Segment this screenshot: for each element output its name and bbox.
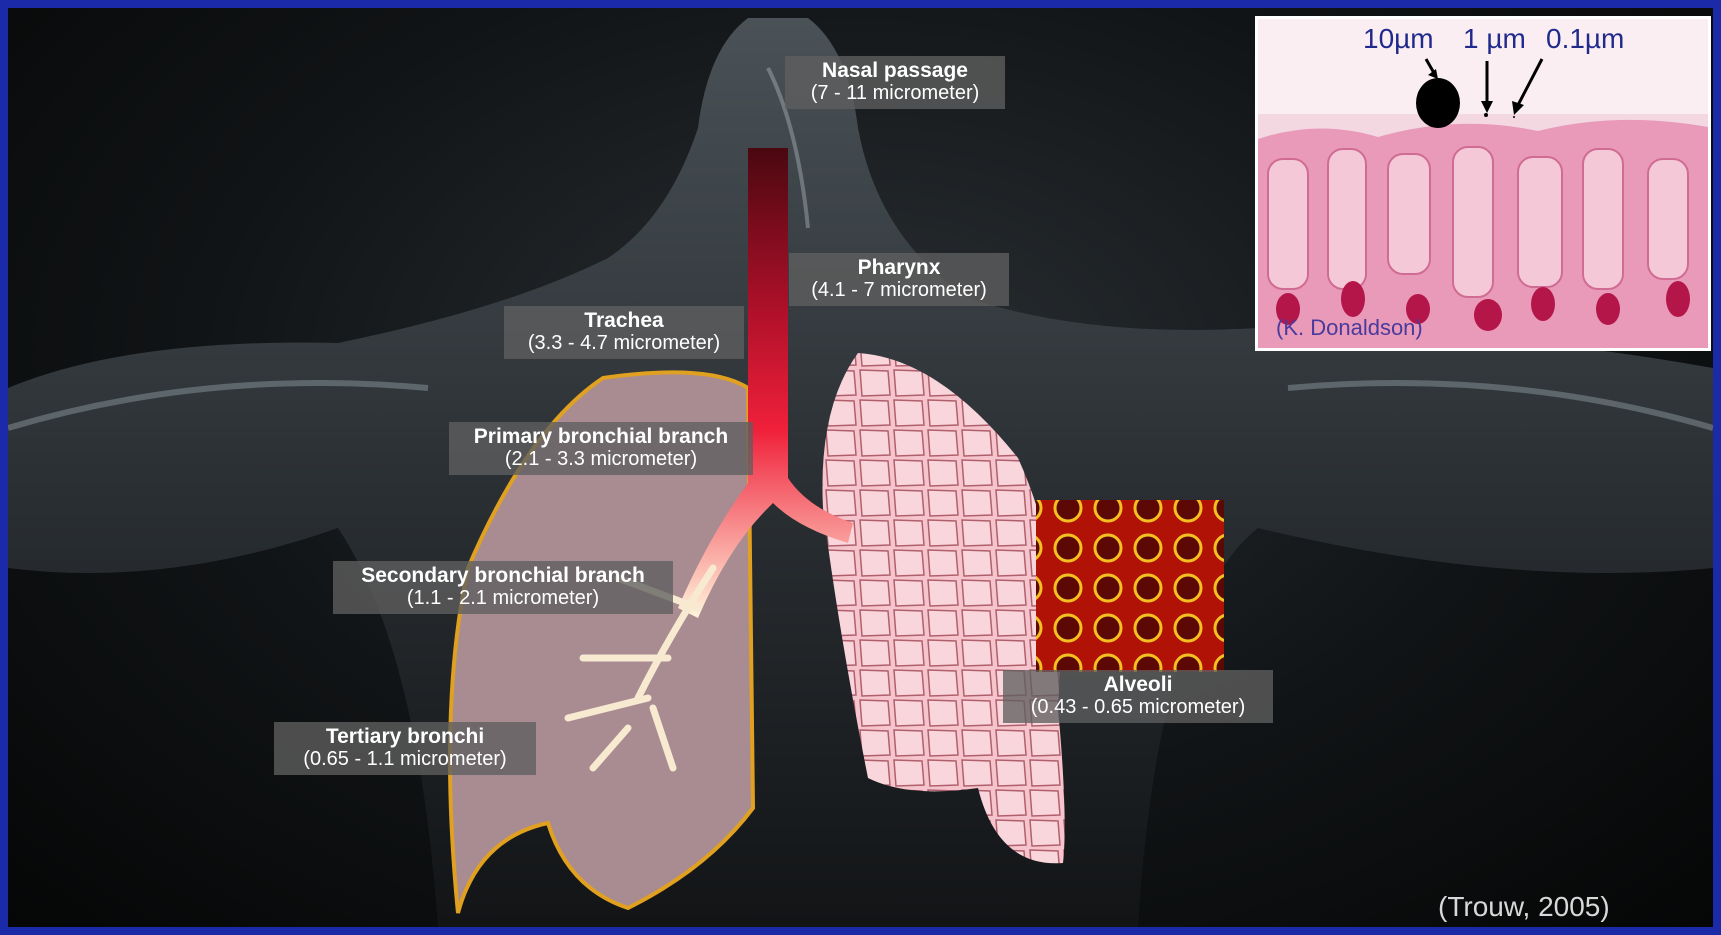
particle-1um — [1484, 113, 1488, 117]
pharynx-range: (4.1 - 7 micrometer) — [795, 279, 1003, 302]
primary-bronchial-branch-range: (2.1 - 3.3 micrometer) — [455, 448, 747, 471]
alveoli-name: Alveoli — [1009, 673, 1267, 696]
label-trachea: Trachea (3.3 - 4.7 micrometer) — [504, 306, 744, 359]
epithelium-micrograph — [1258, 19, 1708, 348]
label-nasal-passage: Nasal passage (7 - 11 micrometer) — [785, 56, 1005, 109]
particle-10um — [1416, 78, 1460, 128]
inset-credit: (K. Donaldson) — [1276, 315, 1423, 341]
trachea-name: Trachea — [510, 309, 738, 332]
label-pharynx: Pharynx (4.1 - 7 micrometer) — [789, 253, 1009, 306]
diagram-stage: Nasal passage (7 - 11 micrometer) Pharyn… — [8, 8, 1713, 927]
label-0-1um: 0.1µm — [1546, 23, 1624, 55]
label-secondary-bronchial-branch: Secondary bronchial branch (1.1 - 2.1 mi… — [333, 561, 673, 614]
alveoli-range: (0.43 - 0.65 micrometer) — [1009, 696, 1267, 719]
label-tertiary-bronchi: Tertiary bronchi (0.65 - 1.1 micrometer) — [274, 722, 536, 775]
nasal-passage-range: (7 - 11 micrometer) — [791, 82, 999, 105]
pharynx-name: Pharynx — [795, 256, 1003, 279]
label-10um: 10µm — [1363, 23, 1434, 55]
trachea-range: (3.3 - 4.7 micrometer) — [510, 332, 738, 355]
label-alveoli: Alveoli (0.43 - 0.65 micrometer) — [1003, 670, 1273, 723]
tertiary-bronchi-range: (0.65 - 1.1 micrometer) — [280, 748, 530, 771]
primary-bronchial-branch-name: Primary bronchial branch — [455, 425, 747, 448]
label-1um: 1 µm — [1463, 23, 1526, 55]
figure-credit: (Trouw, 2005) — [1438, 891, 1610, 923]
tertiary-bronchi-name: Tertiary bronchi — [280, 725, 530, 748]
secondary-bronchial-branch-range: (1.1 - 2.1 micrometer) — [339, 587, 667, 610]
secondary-bronchial-branch-name: Secondary bronchial branch — [339, 564, 667, 587]
nasal-passage-name: Nasal passage — [791, 59, 999, 82]
alveoli-closeup — [1036, 500, 1224, 672]
label-primary-bronchial-branch: Primary bronchial branch (2.1 - 3.3 micr… — [449, 422, 753, 475]
particle-01um — [1513, 116, 1515, 118]
particle-size-inset: 10µm 1 µm 0.1µm (K. Donaldson) — [1255, 16, 1711, 351]
